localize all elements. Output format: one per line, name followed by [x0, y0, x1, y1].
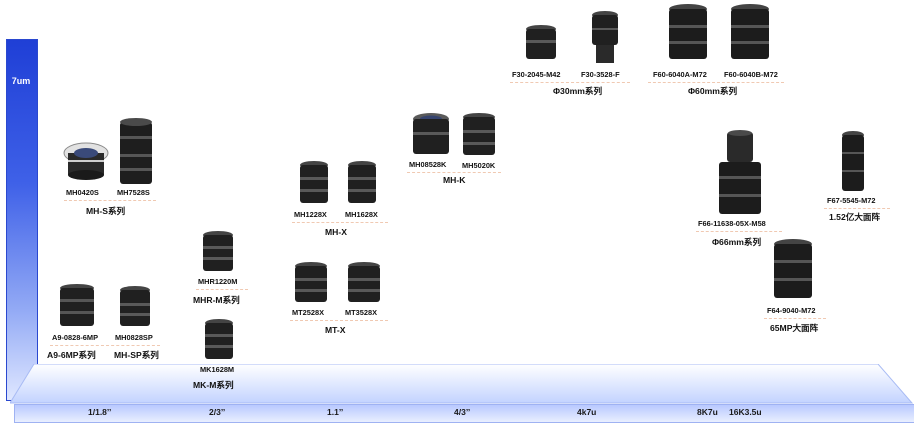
lens-image-f66-11638-05x-m58 [719, 130, 761, 214]
lens-image-mk1628m [205, 319, 233, 359]
series-label-a9-6mp: A9-6MP系列 [47, 350, 96, 360]
group-divider-mh-s [64, 200, 156, 201]
model-label-f60-6040a-m72: F60-6040A-M72 [653, 70, 707, 79]
y-axis-bar [6, 39, 38, 401]
series-label-f60: Φ60mm系列 [688, 86, 738, 96]
series-label-f67: 1.52亿大面阵 [829, 212, 881, 222]
model-label-f66-11638-05x-m58: F66-11638-05X-M58 [698, 219, 766, 228]
lens-image-f30-2045-m42 [526, 25, 556, 59]
model-label-mt2528x: MT2528X [292, 308, 325, 317]
model-label-f64-9040-m72: F64-9040-M72 [767, 306, 816, 315]
model-label-a9-0828-6mp: A9-0828-6MP [52, 333, 99, 342]
lens-image-f64-9040-m72 [774, 239, 812, 298]
lens-image-f67-5545-m72 [842, 131, 864, 191]
group-divider-mh-x [292, 222, 388, 223]
lens-image-f30-3528-f [592, 11, 618, 63]
model-label-mt3528x: MT3528X [345, 308, 378, 317]
lens-image-mh1628x [348, 161, 376, 203]
model-label-mh7528s: MH7528S [117, 188, 150, 197]
group-divider-mt-x [290, 320, 388, 321]
x-tick-1-1.8: 1/1.8’’ [88, 407, 112, 417]
y-axis-label: 7um [11, 76, 31, 86]
model-label-mh0420s: MH0420S [66, 188, 99, 197]
group-divider-mh-k [407, 172, 501, 173]
x-axis-strip [14, 404, 914, 423]
series-label-mh-k: MH-K [443, 175, 466, 185]
lens-image-mh0420s [63, 142, 109, 180]
lens-image-a9-0828-6mp [60, 284, 94, 326]
group-divider-f67 [824, 208, 890, 209]
lens-image-mt3528x [348, 262, 380, 302]
series-label-mh-x: MH-X [325, 227, 347, 237]
model-label-mh1228x: MH1228X [294, 210, 327, 219]
series-label-f66: Φ66mm系列 [712, 237, 762, 247]
x-tick-8k7u: 8K7u [697, 407, 718, 417]
model-label-mh0828sp: MH0828SP [115, 333, 153, 342]
x-tick-2-3: 2/3’’ [209, 407, 226, 417]
lens-image-mh7528s [120, 118, 152, 184]
x-tick-16k3.5u: 16K3.5u [729, 407, 762, 417]
series-label-f30: Φ30mm系列 [553, 86, 603, 96]
series-label-mt-x: MT-X [325, 325, 346, 335]
series-label-mh-sp: MH-SP系列 [114, 350, 159, 360]
model-label-f67-5545-m72: F67-5545-M72 [827, 196, 876, 205]
lens-image-mh5020k [463, 113, 495, 155]
group-divider-mhr-m [196, 289, 248, 290]
group-divider-a9-sp [50, 345, 160, 346]
lens-image-mh1228x [300, 161, 328, 203]
model-label-f60-6040b-m72: F60-6040B-M72 [724, 70, 778, 79]
group-divider-f30 [510, 82, 630, 83]
x-tick-4-3: 4/3’’ [454, 407, 471, 417]
model-label-mh1628x: MH1628X [345, 210, 378, 219]
model-label-mhr1220m: MHR1220M [198, 277, 238, 286]
group-divider-f66 [696, 231, 782, 232]
lens-image-f60-6040b-m72 [731, 4, 769, 59]
series-label-f64: 65MP大面阵 [770, 323, 819, 333]
series-label-mh-s: MH-S系列 [86, 206, 126, 216]
model-label-mh08528k: MH08528K [409, 160, 447, 169]
lens-image-mhr1220m [203, 231, 233, 271]
lens-image-mh0828sp [120, 286, 150, 326]
floor-platform [10, 364, 913, 404]
group-divider-f60 [648, 82, 784, 83]
lens-image-f60-6040a-m72 [669, 4, 707, 59]
lens-image-mh08528k [413, 113, 449, 154]
model-label-mh5020k: MH5020K [462, 161, 496, 170]
lens-image-mt2528x [295, 262, 327, 302]
group-divider-f64 [764, 318, 826, 319]
x-tick-4k7u: 4k7u [577, 407, 597, 417]
x-tick-1.1: 1.1’’ [327, 407, 344, 417]
series-label-mk-m: MK-M系列 [193, 380, 234, 390]
series-label-mhr-m: MHR-M系列 [193, 295, 240, 305]
model-label-mk1628m: MK1628M [200, 365, 235, 374]
model-label-f30-2045-m42: F30-2045-M42 [512, 70, 561, 79]
model-label-f30-3528-f: F30-3528-F [581, 70, 620, 79]
